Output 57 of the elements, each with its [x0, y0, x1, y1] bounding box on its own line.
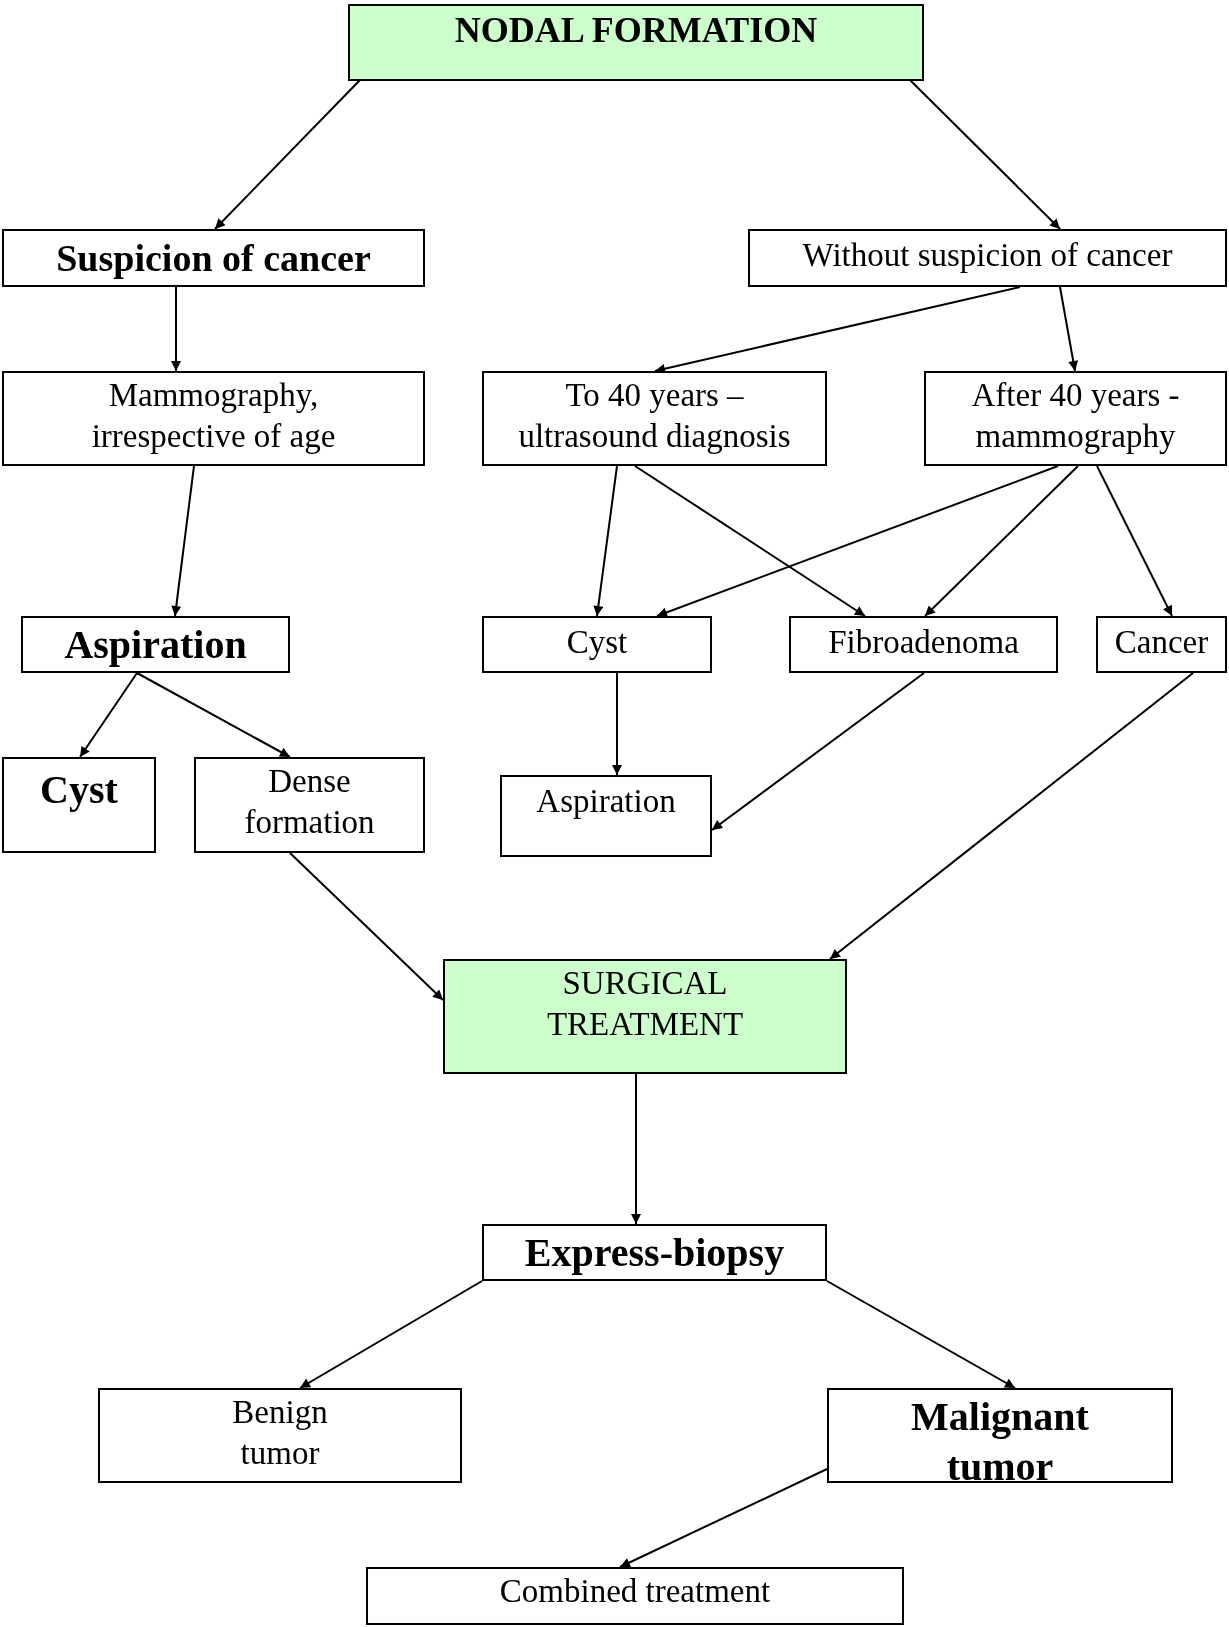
arrow	[711, 672, 925, 831]
flow-box	[348, 4, 924, 81]
box-label: After 40 years - mammography	[970, 376, 1181, 457]
flow-box	[482, 1224, 827, 1281]
arrow	[654, 286, 1021, 374]
box-label: SURGICAL TREATMENT	[545, 964, 745, 1045]
flow-box	[21, 616, 290, 673]
arrow	[656, 465, 1059, 618]
flow-box	[500, 775, 712, 857]
arrow	[631, 1073, 641, 1225]
box-label: Dense formation	[243, 762, 376, 843]
arrow	[1096, 465, 1173, 617]
flow-box	[482, 616, 712, 673]
flow-box	[2, 229, 425, 287]
arrow	[909, 79, 1061, 230]
flow-box	[2, 757, 156, 853]
arrow	[136, 672, 291, 758]
flow-box	[924, 371, 1227, 466]
flow-box	[482, 371, 827, 466]
arrow	[214, 79, 361, 230]
arrow	[634, 465, 866, 617]
arrow	[79, 672, 138, 758]
arrow	[171, 465, 195, 617]
box-label: Malignant tumor	[910, 1393, 1090, 1491]
box-label: Aspiration	[536, 782, 676, 821]
arrow	[171, 286, 181, 372]
box-label: NODAL FORMATION	[454, 9, 818, 52]
flow-box	[1096, 616, 1227, 673]
flow-box	[2, 371, 425, 466]
flow-box	[194, 757, 425, 853]
flow-box	[748, 229, 1227, 287]
arrow	[1059, 286, 1079, 372]
arrow	[289, 852, 444, 1001]
arrow	[299, 1280, 483, 1389]
arrow	[924, 465, 1079, 617]
arrow	[593, 465, 618, 617]
box-label: Cancer	[1114, 623, 1209, 662]
box-label: Aspiration	[64, 621, 247, 669]
flow-box	[443, 959, 847, 1074]
flow-box	[366, 1567, 904, 1625]
box-label: Suspicion of cancer	[56, 236, 371, 281]
arrow	[612, 672, 622, 776]
arrow	[826, 1280, 1016, 1389]
box-label: Fibroadenoma	[828, 623, 1019, 662]
flow-box	[789, 616, 1058, 673]
box-label: To 40 years – ultrasound diagnosis	[517, 376, 792, 457]
box-label: Without suspicion of cancer	[802, 236, 1173, 275]
flow-box	[827, 1388, 1173, 1483]
arrow	[829, 672, 1194, 960]
box-label: Benign tumor	[231, 1393, 329, 1474]
box-label: Express-biopsy	[524, 1229, 785, 1277]
box-label: Combined treatment	[499, 1572, 771, 1611]
box-label: Cyst	[40, 766, 118, 814]
flow-box	[98, 1388, 462, 1483]
box-label: Mammography, irrespective of age	[90, 376, 337, 457]
arrow	[619, 1468, 828, 1568]
box-label: Cyst	[566, 623, 628, 662]
